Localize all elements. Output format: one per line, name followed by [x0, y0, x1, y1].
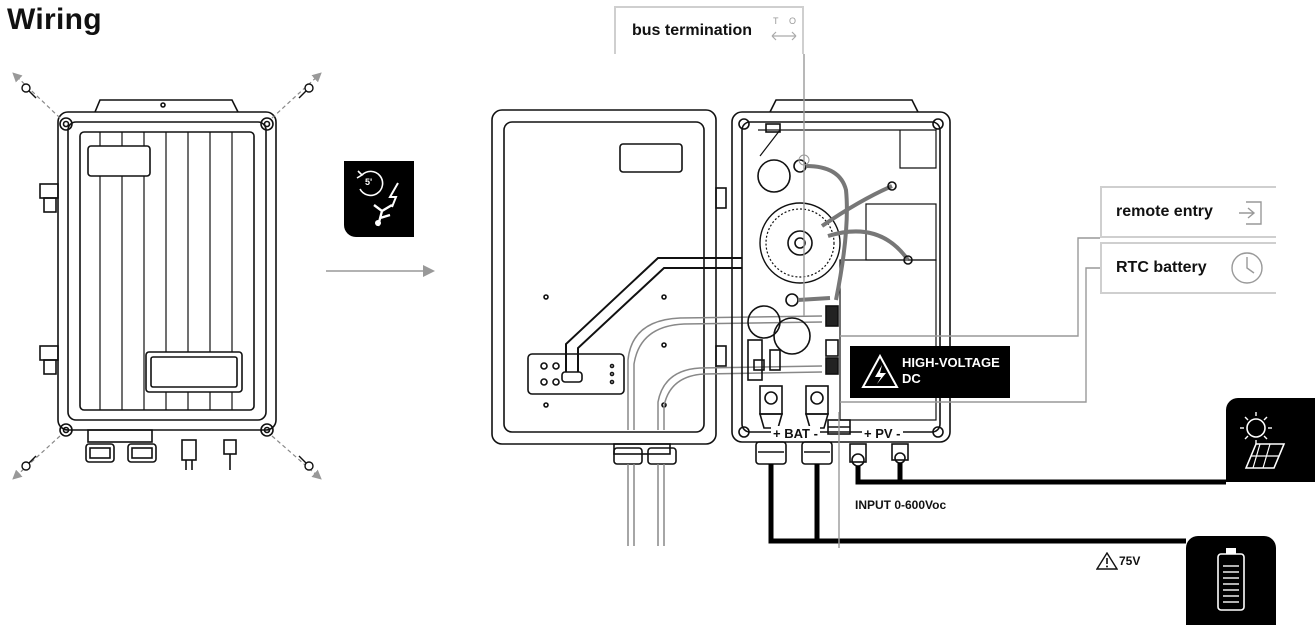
bus-termination-callout: bus termination T O — [614, 6, 804, 54]
open-enclosure — [731, 99, 951, 467]
battery-voltage-value: 75V — [1119, 554, 1141, 568]
warning-shock-icon — [356, 170, 399, 227]
solar-panel-badge — [1226, 398, 1315, 482]
bus-termination-label: bus termination — [632, 22, 753, 39]
battery-badge — [1186, 536, 1276, 625]
screw-icon — [12, 72, 322, 480]
toggle-right-label: O — [789, 16, 797, 26]
wait-time-label: 5' — [365, 177, 373, 187]
warning-shock-badge: 5' — [344, 161, 414, 237]
solar-panel-icon — [1240, 412, 1286, 469]
toggle-left-label: T — [773, 16, 779, 26]
high-voltage-icon — [861, 353, 899, 388]
high-voltage-line1: HIGH-VOLTAGE — [902, 355, 1000, 370]
rtc-battery-label: RTC battery — [1116, 259, 1207, 276]
page-title: Wiring — [7, 3, 102, 36]
pv-input-label: INPUT 0-600Voc — [855, 498, 947, 512]
rtc-battery-callout: RTC battery — [1100, 242, 1276, 294]
closed-enclosure — [39, 99, 277, 470]
battery-voltage-warning: 75V — [1096, 552, 1140, 570]
high-voltage-line2: DC — [902, 371, 921, 386]
high-voltage-badge: HIGH-VOLTAGE DC — [850, 346, 1010, 398]
clock-icon — [1230, 251, 1264, 285]
warning-triangle-icon — [1096, 552, 1118, 570]
entry-arrow-icon — [1236, 199, 1264, 227]
battery-terminal-label: + BAT - — [771, 426, 820, 441]
toggle-icon: T O — [770, 16, 798, 44]
remote-entry-callout: remote entry — [1100, 186, 1276, 238]
remote-entry-label: remote entry — [1116, 203, 1213, 220]
battery-icon — [1217, 548, 1245, 611]
open-lid — [491, 109, 742, 465]
pv-terminal-label: + PV - — [862, 426, 903, 441]
